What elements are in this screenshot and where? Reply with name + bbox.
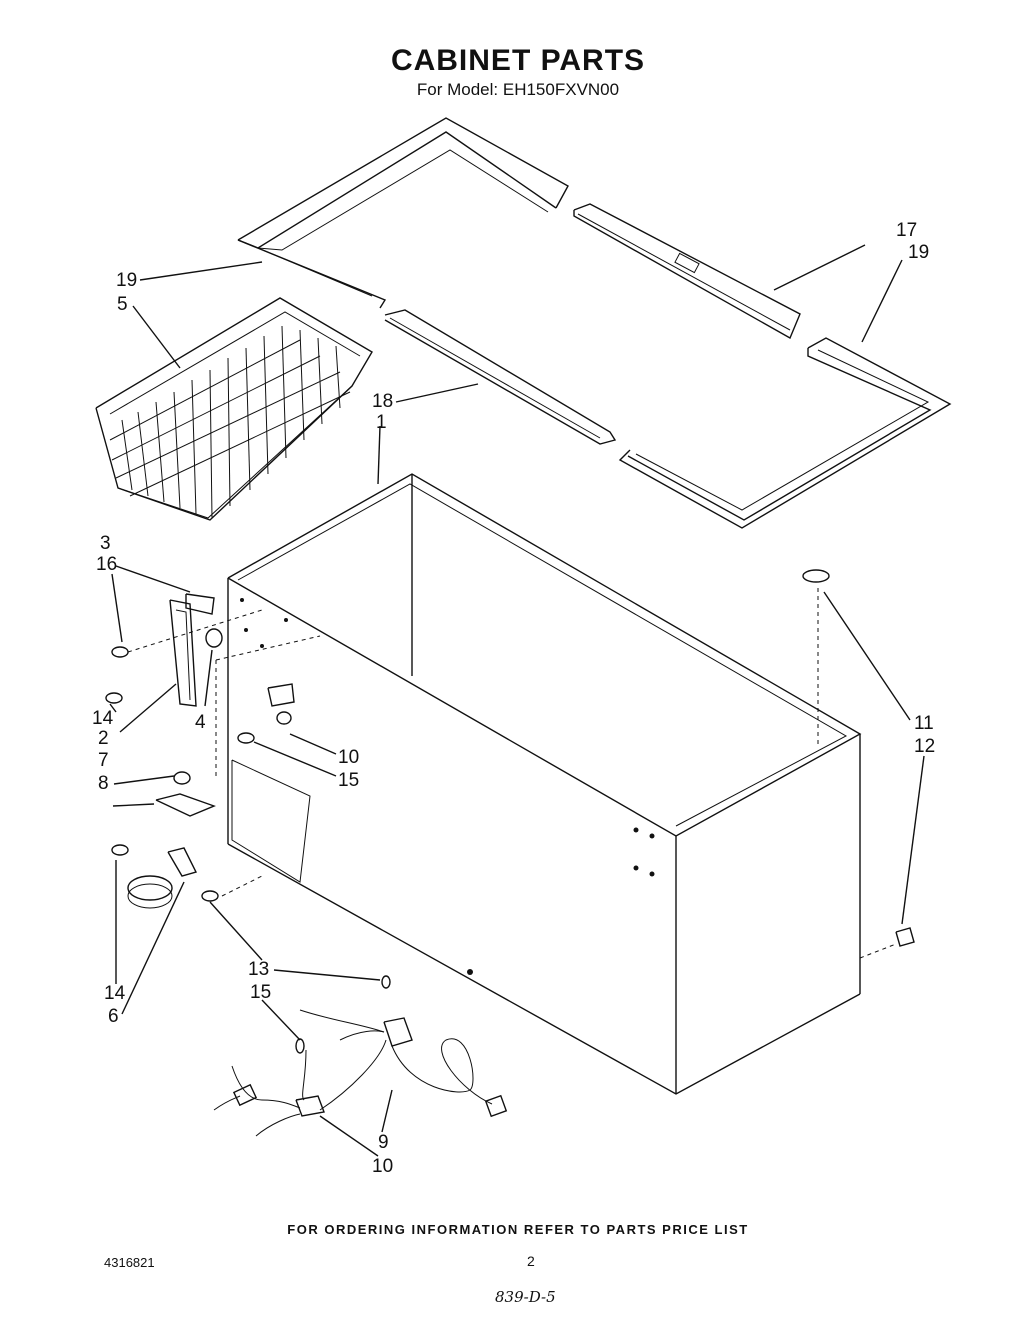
callout-14-upper: 14: [92, 708, 114, 729]
page-number: 2: [527, 1253, 535, 1269]
document-number: 4316821: [104, 1255, 155, 1270]
wiring-harness-drawing: [213, 683, 508, 1137]
lid-frame-drawing: [237, 117, 952, 529]
hinge-parts-drawing: [105, 593, 321, 909]
callout-7: 7: [98, 750, 109, 771]
callout-11: 11: [914, 713, 934, 734]
callout-labels: 17 19 19 5 18 1 3 16 14 2 4 7 8 10 15 11…: [92, 220, 935, 1177]
page-title: CABINET PARTS: [390, 44, 646, 77]
callout-4: 4: [195, 712, 206, 733]
callout-18: 18: [372, 391, 393, 412]
ordering-info-footer: FOR ORDERING INFORMATION REFER TO PARTS …: [287, 1222, 749, 1237]
handwritten-note: 839-D-5: [495, 1288, 556, 1306]
callout-15-upper: 15: [338, 770, 359, 791]
callout-13: 13: [248, 959, 269, 980]
callout-12: 12: [914, 736, 935, 757]
callout-9: 9: [378, 1132, 389, 1153]
callout-2: 2: [98, 728, 109, 749]
cabinet-body-drawing: [227, 473, 862, 1095]
callout-8: 8: [98, 773, 109, 794]
basket-drawing: [95, 297, 373, 521]
callout-3: 3: [100, 533, 111, 554]
callout-19-left: 19: [116, 270, 137, 291]
callout-5: 5: [117, 294, 128, 315]
leader-lines: [109, 244, 925, 1157]
callout-10-lower: 10: [372, 1156, 393, 1177]
callout-19-right: 19: [908, 242, 929, 263]
callout-14-lower: 14: [104, 983, 126, 1004]
leveler-drawing: [859, 927, 915, 959]
callout-15-lower: 15: [250, 982, 271, 1003]
callout-10-upper: 10: [338, 747, 359, 768]
callout-6: 6: [108, 1006, 119, 1027]
callout-1: 1: [376, 412, 387, 433]
model-subtitle: For Model: EH150FXVN00: [416, 80, 620, 99]
callout-16: 16: [96, 554, 117, 575]
callout-17: 17: [896, 220, 917, 241]
